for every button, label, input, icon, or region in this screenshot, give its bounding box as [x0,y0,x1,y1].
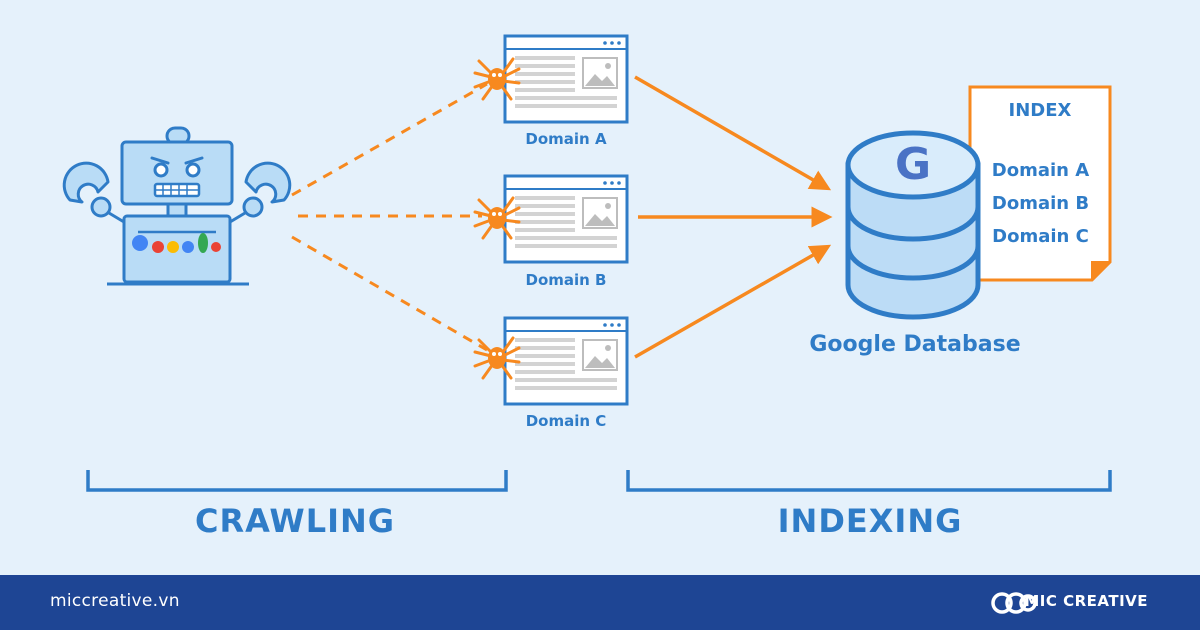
index-arrow-c [634,244,832,359]
diagram-canvas [62,34,1112,492]
webpage-icon [503,174,629,264]
stage-label-crawling: CRAWLING [194,502,396,540]
page-label-domain-c: Domain C [525,412,607,430]
database-letter: G [894,139,932,190]
spider-icon [473,57,521,101]
crawl-index-diagram: Domain A Domain B Domain C G Google Data… [62,34,1112,540]
index-item-domain-b: Domain B [991,193,1090,214]
crawl-line-c [291,235,488,352]
index-arrow-a [634,75,832,191]
page-label-domain-b: Domain B [525,271,607,289]
crawl-line-a [291,82,488,197]
footer-brand: MIC CREATIVE [1024,592,1148,610]
spider-icon [473,336,521,380]
index-item-domain-c: Domain C [992,226,1089,247]
robot-icon [62,126,292,286]
webpage-icon [503,34,629,124]
mic-creative-logo-icon [991,592,1037,614]
index-item-domain-a: Domain A [991,160,1090,181]
crawl-lines [291,82,488,352]
crawling-bracket [86,470,508,492]
footer-bar: miccreative.vn MIC CREATIVE [0,575,1200,630]
database-icon [845,130,981,320]
stage-label-indexing: INDEXING [777,502,963,540]
indexing-bracket [626,470,1112,492]
document-icon [968,85,1112,282]
index-card-title: INDEX [1008,100,1072,121]
webpage-icon [503,316,629,406]
footer-url: miccreative.vn [50,591,180,611]
index-arrows [634,75,833,359]
database-label: Google Database [809,332,1021,357]
page-label-domain-a: Domain A [525,130,607,148]
spider-icon [473,196,521,240]
